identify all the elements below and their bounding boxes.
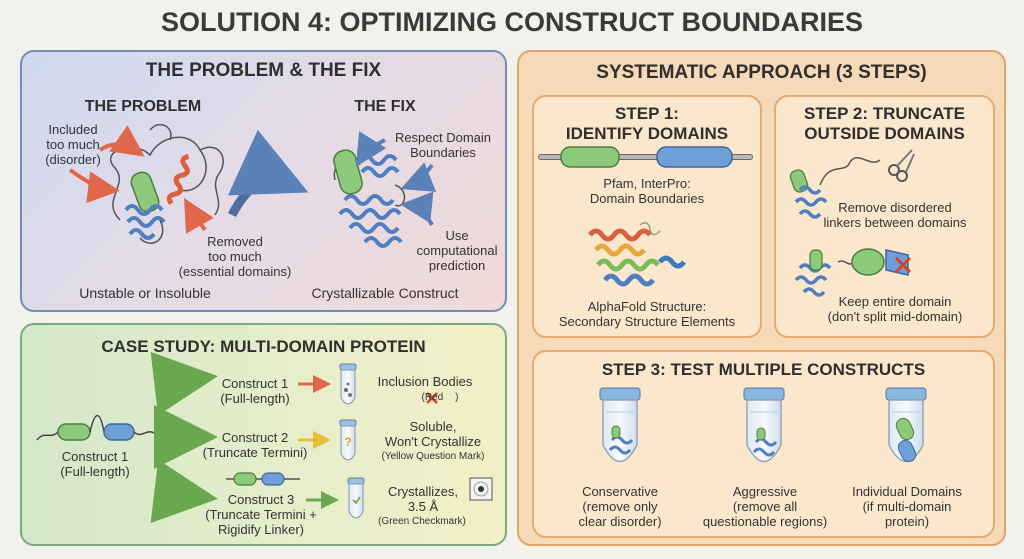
respect-boundaries-label: Respect Domain Boundaries bbox=[394, 130, 492, 160]
fix-label: THE FIX bbox=[354, 98, 416, 115]
inclusion-bodies-label: Inclusion Bodies bbox=[377, 374, 473, 389]
step1-heading: STEP 1: IDENTIFY DOMAINS bbox=[565, 104, 729, 143]
yellow-question-note: (Yellow Question Mark) bbox=[381, 451, 485, 462]
computational-arrow bbox=[400, 191, 434, 226]
step3-heading: STEP 3: TEST MULTIPLE CONSTRUCTS bbox=[601, 360, 926, 379]
full-length-protein-icon bbox=[36, 414, 159, 441]
problem-fix-heading: THE PROBLEM & THE FIX bbox=[145, 60, 382, 81]
step2-remove-label: Remove disordered linkers between domain… bbox=[823, 200, 967, 230]
approach-heading: SYSTEMATIC APPROACH (3 STEPS) bbox=[596, 62, 927, 83]
page-title: SOLUTION 4: OPTIMIZING CONSTRUCT BOUNDAR… bbox=[161, 7, 863, 37]
conservative-tube-icon bbox=[599, 387, 641, 463]
fix-caption: Crystallizable Construct bbox=[311, 285, 459, 301]
red-x-icon bbox=[426, 392, 438, 404]
construct3-icon bbox=[226, 472, 300, 486]
respect-boundaries-arrow bbox=[355, 131, 387, 167]
domain-bar-icon bbox=[538, 146, 753, 168]
problem-label: THE PROBLEM bbox=[84, 98, 202, 115]
individual-domains-tube-icon bbox=[885, 387, 927, 463]
included-too-much-label: Included too much (disorder) bbox=[45, 122, 101, 167]
removed-arrow bbox=[184, 198, 214, 234]
disordered-linker-protein-icon bbox=[789, 157, 881, 219]
computational-prediction-label: Use computational prediction bbox=[416, 228, 498, 273]
problem-protein-icon bbox=[109, 123, 224, 244]
removed-too-much-label: Removed too much (essential domains) bbox=[178, 234, 292, 279]
soluble-tube-icon bbox=[339, 419, 357, 461]
construct1-label: Construct 1 (Full-length) bbox=[220, 376, 290, 406]
step2-keep-label: Keep entire domain (don't split mid-doma… bbox=[827, 294, 963, 324]
construct2-label: Construct 2 (Truncate Termini) bbox=[202, 430, 308, 460]
aggressive-tube-icon bbox=[743, 387, 785, 463]
source-construct-label: Construct 1 (Full-length) bbox=[60, 449, 130, 479]
diffraction-pattern-icon bbox=[469, 477, 493, 501]
to-construct1-arrow bbox=[150, 351, 218, 416]
conservative-label: Conservative (remove only clear disorder… bbox=[578, 484, 662, 529]
problem-caption: Unstable or Insoluble bbox=[79, 285, 211, 301]
fix-protein-icon bbox=[333, 149, 406, 248]
problem-to-fix-arrow bbox=[227, 129, 309, 218]
red-x-note: (Red) bbox=[421, 392, 459, 403]
question-mark-icon: ? bbox=[344, 435, 351, 449]
individual-domains-label: Individual Domains (if multi-domain prot… bbox=[852, 484, 962, 529]
scissors-icon bbox=[888, 149, 915, 182]
alphafold-structure-icon bbox=[588, 222, 686, 287]
crystallizes-tube-icon bbox=[347, 477, 365, 519]
construct3-label: Construct 3 (Truncate Termini + Rigidify… bbox=[205, 492, 317, 537]
aggressive-label: Aggressive (remove all questionable regi… bbox=[702, 484, 828, 529]
case-study-heading: CASE STUDY: MULTI-DOMAIN PROTEIN bbox=[101, 337, 426, 356]
included-arrow bbox=[98, 125, 145, 157]
inclusion-bodies-tube-icon bbox=[339, 363, 357, 405]
step1-alphafold-label: AlphaFold Structure: Secondary Structure… bbox=[558, 299, 736, 329]
soluble-label: Soluble, Won't Crystallize bbox=[384, 419, 482, 449]
step2-heading: STEP 2: TRUNCATE OUTSIDE DOMAINS bbox=[804, 104, 965, 143]
step1-databases-label: Pfam, InterPro: Domain Boundaries bbox=[589, 176, 705, 206]
crystallizes-label: Crystallizes, 3.5 Å bbox=[387, 484, 459, 514]
green-check-note: (Green Checkmark) bbox=[378, 516, 466, 527]
to-construct3-arrow bbox=[150, 459, 218, 524]
keep-domain-protein-icon bbox=[794, 248, 912, 297]
case-study-panel bbox=[20, 323, 507, 546]
step1-panel bbox=[532, 95, 762, 338]
